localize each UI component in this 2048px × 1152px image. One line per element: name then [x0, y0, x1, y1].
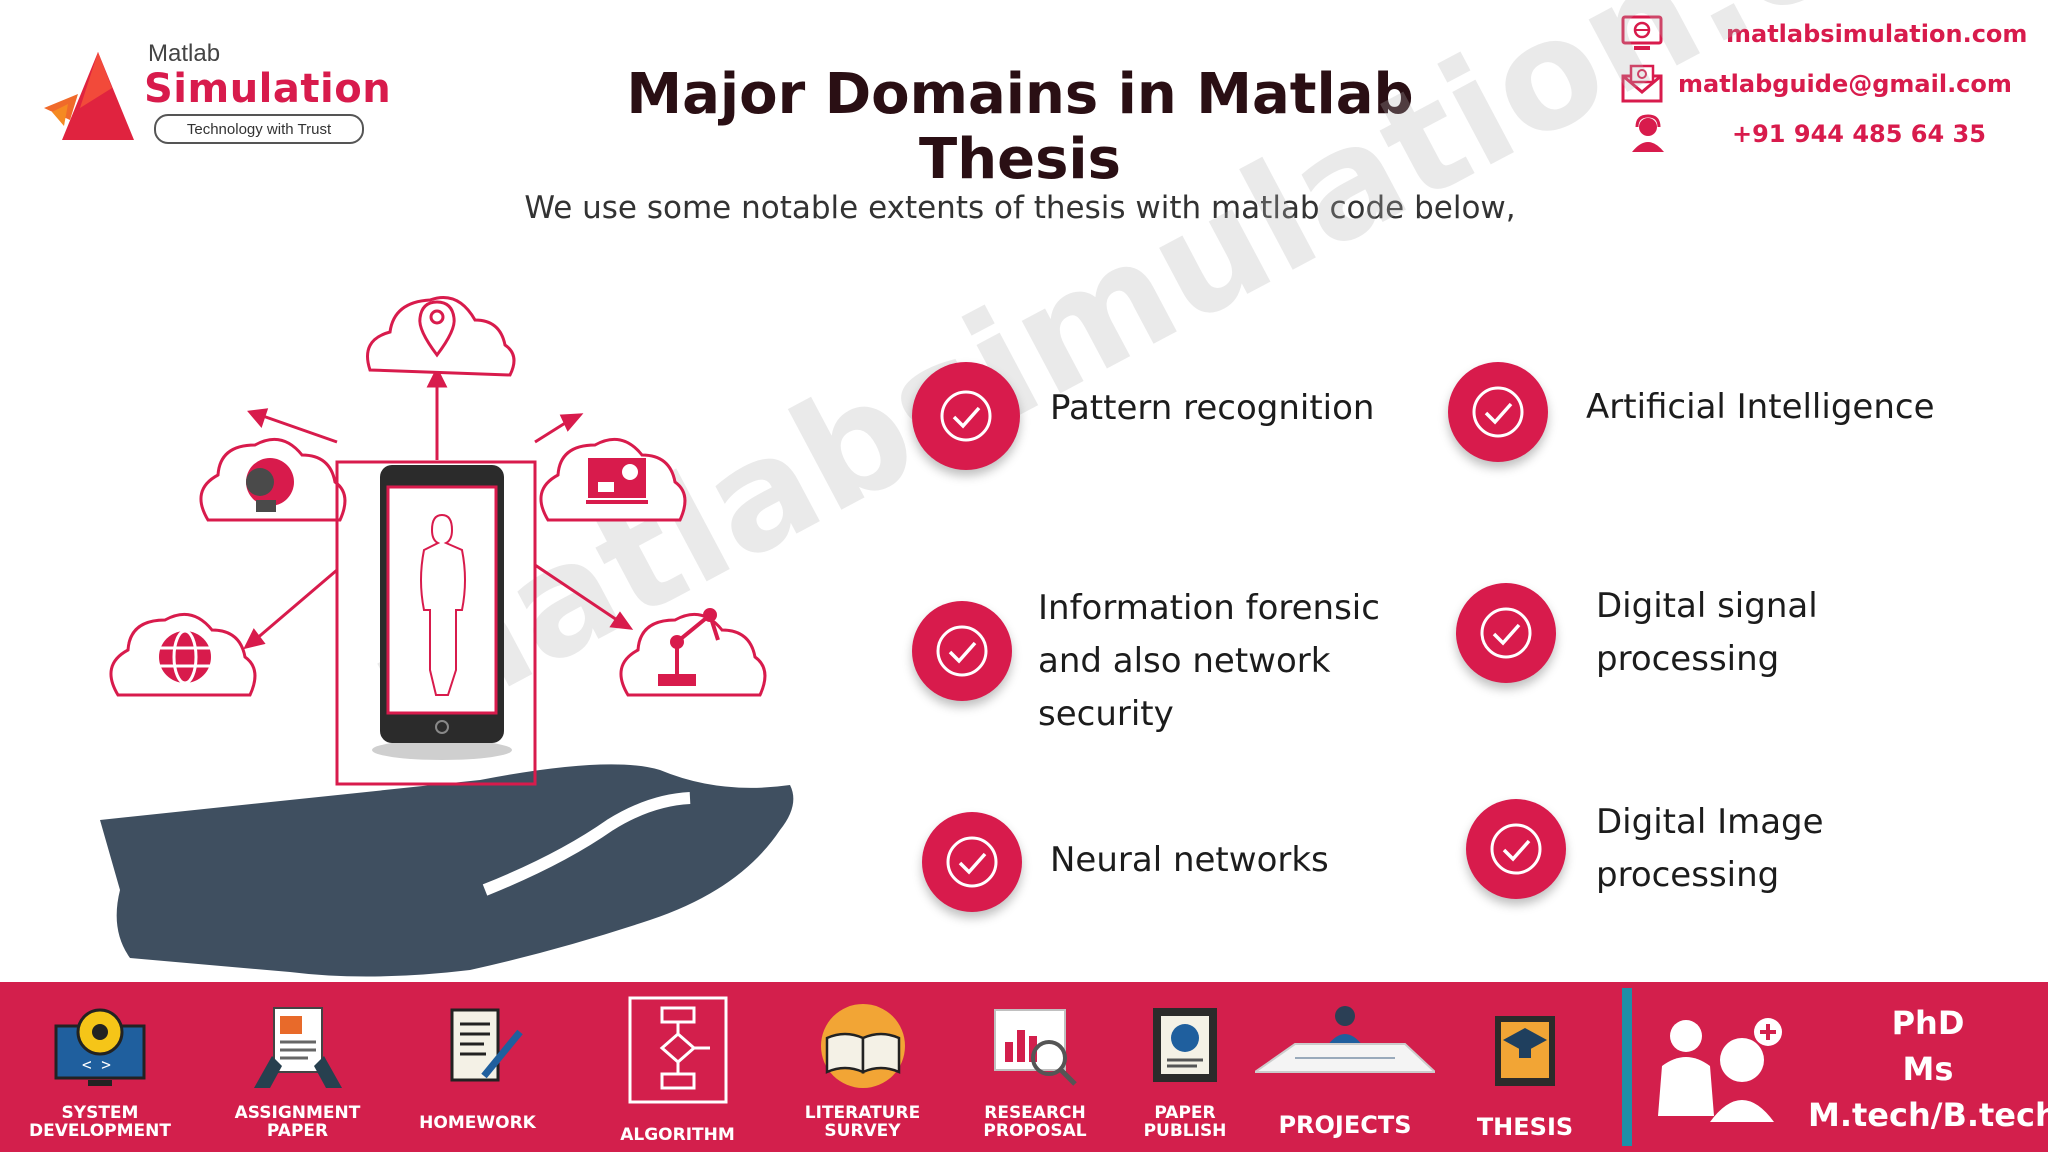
notebook-pen-icon	[450, 1008, 523, 1082]
arrows	[243, 366, 634, 650]
phone-home-button	[435, 720, 449, 734]
footer-item-system-development[interactable]: < > SYSTEM DEVELOPMENT	[10, 982, 190, 1152]
location-pin-icon	[418, 300, 456, 358]
footer-item-homework[interactable]: HOMEWORK	[400, 982, 555, 1152]
footer-services-bar: < > SYSTEM DEVELOPMENT ASSIGNMENT PAPER …	[0, 982, 2048, 1152]
logo-small-text: Matlab	[148, 40, 221, 67]
brain-heads-icon	[246, 458, 294, 512]
degree-phd: PhD	[1891, 1004, 1965, 1042]
footer-item-assignment-paper[interactable]: ASSIGNMENT PAPER	[215, 982, 380, 1152]
contact-phone-text[interactable]: +91 944 485 64 35	[1732, 120, 1986, 148]
footer-item-label: ALGORITHM	[620, 1125, 735, 1145]
check-badge-icon	[922, 812, 1022, 912]
footer-item-algorithm[interactable]: ALGORITHM	[590, 982, 765, 1152]
globe-icon	[159, 629, 211, 685]
footer-item-literature-survey[interactable]: LITERATURE SURVEY	[780, 982, 945, 1152]
footer-item-label: SYSTEM DEVELOPMENT	[29, 1103, 171, 1141]
envelope-at-icon	[1621, 64, 1663, 103]
logo-tagline: Technology with Trust	[154, 114, 364, 144]
footer-item-label: LITERATURE SURVEY	[804, 1103, 921, 1141]
domain-label: Pattern recognition	[1050, 387, 1375, 428]
check-badge-icon	[912, 600, 1012, 701]
flowchart-icon	[628, 996, 727, 1104]
domain-label: Artificial Intelligence	[1586, 386, 1935, 427]
support-agent-icon	[1632, 114, 1664, 152]
chart-magnifier-icon	[994, 1009, 1077, 1086]
domain-item-pattern-recognition[interactable]: Pattern recognition	[912, 362, 1374, 470]
domain-label: Neural networks	[1050, 839, 1329, 880]
contact-phone[interactable]: +91 944 485 64 35	[1626, 114, 2038, 154]
logo-mark-icon	[44, 52, 134, 140]
check-badge-icon	[1466, 799, 1566, 899]
footer-item-thesis[interactable]: THESIS	[1440, 982, 1610, 1152]
newspaper-globe-icon	[1153, 1008, 1217, 1082]
doctor-team-icon	[1658, 1018, 1782, 1122]
svg-text:< >: < >	[82, 1055, 111, 1074]
contact-website[interactable]: matlabsimulation.com	[1620, 14, 2038, 54]
domain-item-information-forensic[interactable]: Information forensic and also network se…	[912, 560, 1380, 741]
document-hands-icon	[253, 1007, 342, 1088]
domain-item-artificial-intelligence[interactable]: Artificial Intelligence	[1448, 362, 1934, 462]
presentation-screen-icon	[586, 458, 648, 504]
domain-label: Digital Image processing	[1596, 802, 1824, 895]
page-subtitle: We use some notable extents of thesis wi…	[524, 190, 1516, 226]
check-badge-icon	[1456, 583, 1556, 683]
domain-label: Digital signal processing	[1596, 586, 1818, 679]
brand-logo[interactable]: Matlab Simulation Technology with Trust	[40, 40, 391, 150]
degree-ms: Ms	[1902, 1050, 1954, 1088]
open-book-icon	[820, 1004, 905, 1088]
logo-brand-text: Simulation	[144, 66, 392, 112]
footer-item-paper-publish[interactable]: PAPER PUBLISH	[1115, 982, 1255, 1152]
graduation-book-icon	[1495, 1016, 1555, 1086]
contact-email[interactable]: matlabguide@gmail.com	[1620, 64, 2038, 104]
footer-item-projects[interactable]: PROJECTS	[1255, 982, 1435, 1152]
contact-email-text[interactable]: matlabguide@gmail.com	[1678, 70, 2012, 98]
blueprint-table-icon	[1255, 1006, 1435, 1073]
check-badge-icon	[1448, 362, 1548, 462]
footer-item-label: RESEARCH PROPOSAL	[983, 1103, 1087, 1141]
phone-outer-frame	[335, 460, 537, 786]
mobile-cloud-illustration	[100, 296, 794, 977]
monitor-gear-icon: < >	[54, 1008, 146, 1086]
footer-item-label: ASSIGNMENT PAPER	[234, 1103, 361, 1141]
page-title: Major Domains in Matlab Thesis	[626, 62, 1414, 192]
monitor-globe-icon	[1621, 15, 1663, 50]
domain-label: Information forensic and also network se…	[1038, 588, 1380, 734]
footer-item-label: HOMEWORK	[419, 1113, 536, 1133]
contact-website-text[interactable]: matlabsimulation.com	[1726, 20, 2028, 48]
domain-item-neural-networks[interactable]: Neural networks	[922, 812, 1329, 912]
footer-item-label: PAPER PUBLISH	[1143, 1103, 1227, 1141]
check-badge-icon	[912, 362, 1020, 470]
person-silhouette-icon	[420, 513, 466, 696]
footer-divider	[1622, 988, 1632, 1146]
degree-mtech-btech: M.tech/B.tech	[1808, 1096, 2048, 1134]
footer-item-label: THESIS	[1476, 1113, 1574, 1141]
footer-item-research-proposal[interactable]: RESEARCH PROPOSAL	[960, 982, 1110, 1152]
phone-shadow	[372, 740, 512, 760]
hand-thumb-curve	[482, 792, 691, 896]
footer-item-label: PROJECTS	[1278, 1111, 1412, 1139]
footer-degrees: PhD Ms M.tech/B.tech	[1808, 1000, 2048, 1138]
domain-item-digital-image-processing[interactable]: Digital Image processing	[1466, 796, 1824, 902]
domain-item-digital-signal-processing[interactable]: Digital signal processing	[1456, 580, 1818, 686]
robot-arm-icon	[658, 608, 720, 686]
